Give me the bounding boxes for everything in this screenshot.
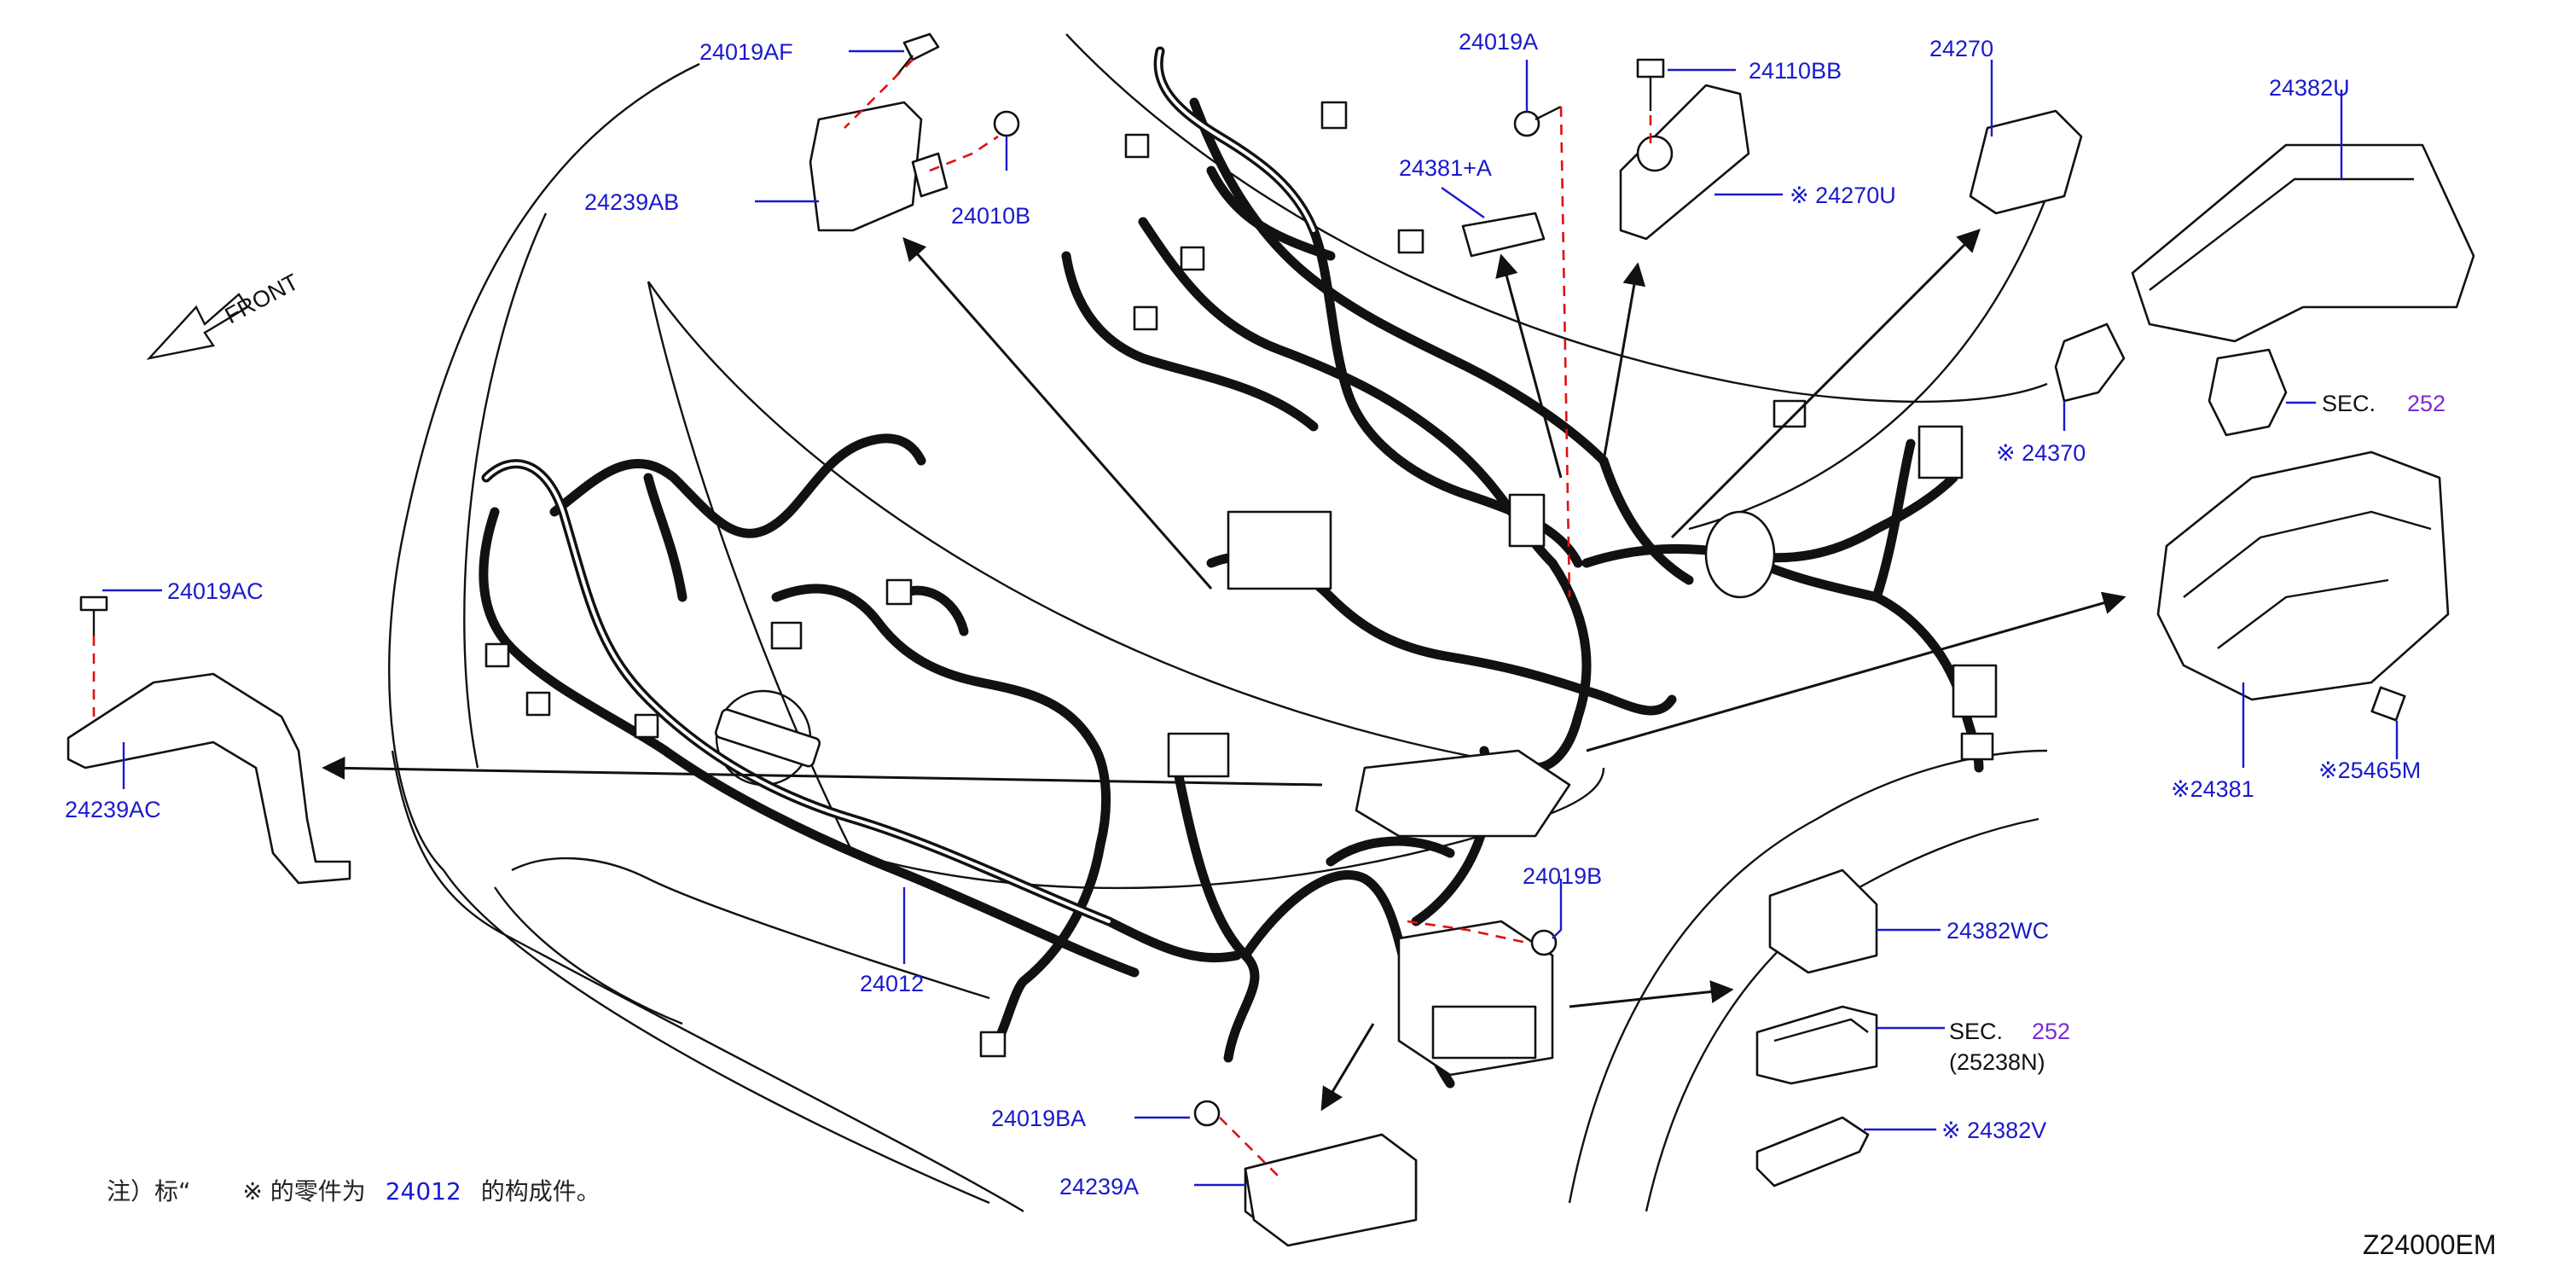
label-sec-252-bottom-number[interactable]: 252 <box>2032 1019 2070 1044</box>
detached-parts <box>67 32 2475 1247</box>
leader-lines <box>102 49 2399 1187</box>
label-24019B: 24019B <box>1523 863 1602 889</box>
sec-prefix-top: SEC. <box>2322 391 2376 416</box>
label-24019AC: 24019AC <box>167 578 264 604</box>
label-24381: ※24381 <box>2171 776 2254 802</box>
label-24012: 24012 <box>860 971 924 996</box>
note-suffix: 的构成件。 <box>481 1177 600 1205</box>
label-24239AC: 24239AC <box>65 797 161 822</box>
label-24110BB: 24110BB <box>1749 58 1842 84</box>
note-mark: ※ <box>242 1177 262 1205</box>
note-middle: 的零件为 <box>270 1177 366 1205</box>
label-24370: ※ 24370 <box>1996 440 2086 466</box>
label-24019A: 24019A <box>1459 29 1538 55</box>
label-25465M: ※25465M <box>2318 758 2421 783</box>
label-24019BA: 24019BA <box>991 1106 1086 1131</box>
part-labels: 24019AF 24239AB 24010B 24019A 24381+A 24… <box>65 29 2445 1199</box>
label-sec-252-bottom-sub: (25238N) <box>1949 1049 2045 1075</box>
label-sec-252-bottom: SEC. <box>1949 1019 2003 1044</box>
label-24382U: 24382U <box>2269 75 2350 101</box>
svg-text:注）标“ ※ 的零件为: 注）标“ ※ 的零件为 24012 的构成件。 <box>107 1177 600 1205</box>
label-sec-252-top-number[interactable]: 252 <box>2407 391 2445 416</box>
label-24010B: 24010B <box>951 203 1030 229</box>
note-part: 24012 <box>386 1177 461 1205</box>
front-label: FRONT <box>221 269 303 328</box>
label-24381A: 24381+A <box>1399 155 1492 181</box>
diagram-code: Z24000EM <box>2363 1229 2497 1260</box>
assembly-lines <box>92 59 1652 1178</box>
direction-arrows <box>322 229 2126 1112</box>
vehicle-body-outline <box>388 33 2066 1213</box>
label-24270U: ※ 24270U <box>1790 183 1896 208</box>
note-prefix: 注）标“ <box>107 1177 191 1205</box>
label-sec-252-top: SEC. <box>2322 391 2376 416</box>
front-direction-indicator: FRONT <box>146 269 303 360</box>
label-24239A: 24239A <box>1059 1174 1139 1199</box>
label-24270: 24270 <box>1929 36 1993 61</box>
sec-prefix-bottom: SEC. <box>1949 1019 2003 1044</box>
label-24382V: ※ 24382V <box>1941 1118 2046 1143</box>
label-24382WC: 24382WC <box>1947 918 2049 944</box>
label-24019AF: 24019AF <box>699 39 793 65</box>
footnote: 注）标“ ※ 的零件为 24012 的构成件。 <box>107 1177 600 1205</box>
label-24239AB: 24239AB <box>584 189 679 215</box>
